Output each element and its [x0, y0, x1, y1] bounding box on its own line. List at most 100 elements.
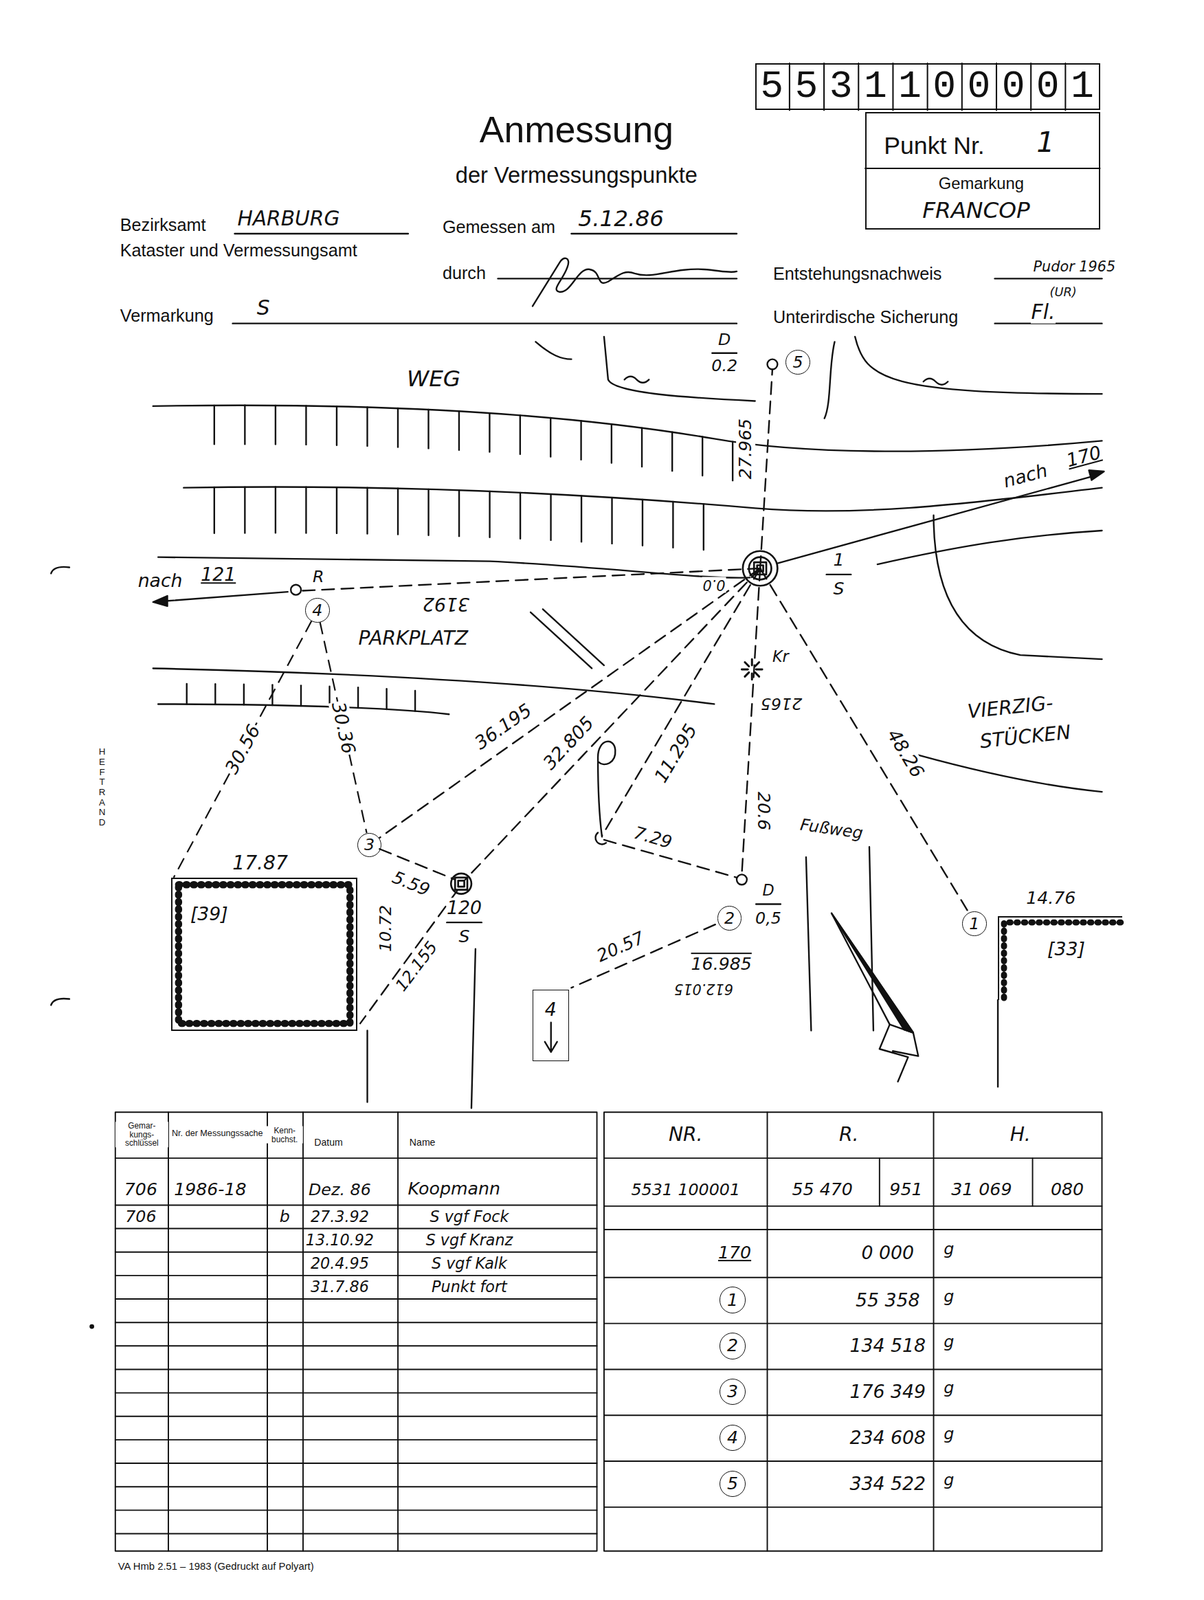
field-value: 5.12.86	[577, 206, 665, 232]
point-number: 120	[446, 898, 483, 919]
margin-mark	[50, 566, 70, 574]
table-cell: 176 349	[848, 1381, 927, 1402]
road-edge	[580, 420, 582, 460]
road-edge	[274, 487, 277, 534]
area-name: VIERZIG-	[965, 692, 1055, 723]
road-edge	[274, 405, 277, 444]
subtitle: der Vermessungspunkte	[454, 162, 699, 188]
north-arrow	[831, 913, 914, 1033]
field-value: HARBURG	[236, 206, 341, 230]
road-edge	[610, 497, 613, 544]
point-reference: 170	[1063, 441, 1104, 471]
building-hatch	[1004, 922, 1123, 998]
road-edge	[701, 437, 704, 476]
point-title-box-text: FRANCOP	[922, 198, 1030, 224]
road-edge	[923, 378, 949, 385]
direction-arrow	[777, 476, 1092, 563]
distance-label: 14.76	[1025, 888, 1077, 908]
direction-arrow	[1088, 470, 1104, 480]
area-name: PARKPLATZ	[358, 628, 470, 650]
form-rule	[571, 232, 737, 235]
field-label: Entstehungsnachweis	[772, 265, 943, 285]
margin-mark	[50, 998, 70, 1005]
title: Anmessung	[478, 109, 675, 150]
point-callout: 3	[357, 832, 383, 858]
road-edge	[530, 608, 605, 668]
form-rule	[498, 277, 737, 280]
table-cell: S vgf Kranz	[425, 1231, 515, 1248]
road-edge	[158, 557, 750, 578]
table-callout: 2	[719, 1332, 747, 1360]
table-grid	[115, 1344, 598, 1347]
table-cell: 55 470	[791, 1179, 854, 1200]
binding-margin-note: HEFTRAND	[96, 747, 108, 829]
field-label: Bezirksamt	[119, 215, 207, 236]
road-edge	[604, 336, 756, 402]
table-grid	[115, 1204, 598, 1206]
table-cell: 13.10.92	[305, 1231, 375, 1248]
road-edge	[153, 405, 1103, 452]
road-edge	[366, 487, 368, 534]
table-cell: 31.7.86	[309, 1278, 370, 1295]
table-grid	[115, 1111, 598, 1551]
point-title-box: Punkt Nr.1GemarkungFRANCOP	[865, 112, 1100, 230]
road-edge	[672, 501, 674, 548]
road-edge	[243, 684, 245, 706]
field-label: Vermarkung	[119, 306, 215, 326]
distance-label: 11.295	[650, 719, 701, 787]
road-edge	[158, 703, 449, 715]
table-callout: 4	[719, 1424, 747, 1452]
point-number-strip: 5531100001	[755, 63, 1101, 110]
road-edge	[153, 667, 715, 704]
road-edge	[336, 406, 338, 445]
callout-number: 1	[968, 914, 980, 933]
street-name: WEG	[406, 366, 462, 392]
field-value: S	[256, 296, 271, 320]
table-grid	[604, 1228, 1103, 1231]
table-grid	[115, 1274, 598, 1277]
table-grid	[115, 1485, 598, 1488]
table-grid	[604, 1322, 1103, 1325]
field-label: Kataster und Vermessungsamt	[119, 241, 359, 261]
table-grid	[115, 1392, 598, 1394]
marker-type: D	[717, 330, 732, 349]
point-callout: 2	[717, 905, 743, 931]
fraction-line	[711, 352, 737, 354]
north-arrow	[831, 913, 914, 1033]
road-edge	[580, 495, 583, 542]
callout-number: 3	[364, 835, 375, 854]
survey-line	[301, 568, 761, 592]
table-grid	[115, 1509, 598, 1511]
table-grid	[115, 1228, 598, 1230]
table-cell: Punkt fort	[430, 1278, 508, 1295]
table-grid	[115, 1111, 1103, 1551]
callout-number: 3	[727, 1381, 739, 1402]
survey-point	[767, 359, 778, 370]
table-cell: 31 069	[950, 1179, 1013, 1200]
table-cell: 706	[124, 1207, 157, 1226]
sheet-arrow	[544, 1022, 558, 1053]
road-edge	[336, 487, 338, 534]
road-edge	[397, 408, 399, 447]
form-rule	[232, 233, 1103, 324]
table-header: Nr. der Messungssache	[169, 1129, 266, 1139]
margin-mark	[50, 566, 94, 1328]
table-grid	[878, 1157, 881, 1207]
table-grid	[115, 1251, 598, 1253]
area-name: STÜCKEN	[977, 721, 1073, 753]
building-outline-text: [39]	[190, 904, 229, 925]
survey-line	[379, 848, 455, 880]
point-number: 1	[832, 550, 845, 570]
table-grid	[604, 1205, 1103, 1207]
fraction-line	[446, 921, 482, 923]
point-120-symbol	[458, 880, 465, 887]
point-120-symbol	[450, 873, 472, 895]
survey-sketch	[50, 63, 1123, 1552]
road-edge	[385, 688, 387, 710]
table-grid	[115, 1533, 598, 1535]
road-edge	[366, 406, 368, 446]
main-point-symbol	[742, 551, 778, 586]
point-callout: 5	[785, 349, 811, 375]
building-outline-text: [33]	[1047, 938, 1086, 959]
